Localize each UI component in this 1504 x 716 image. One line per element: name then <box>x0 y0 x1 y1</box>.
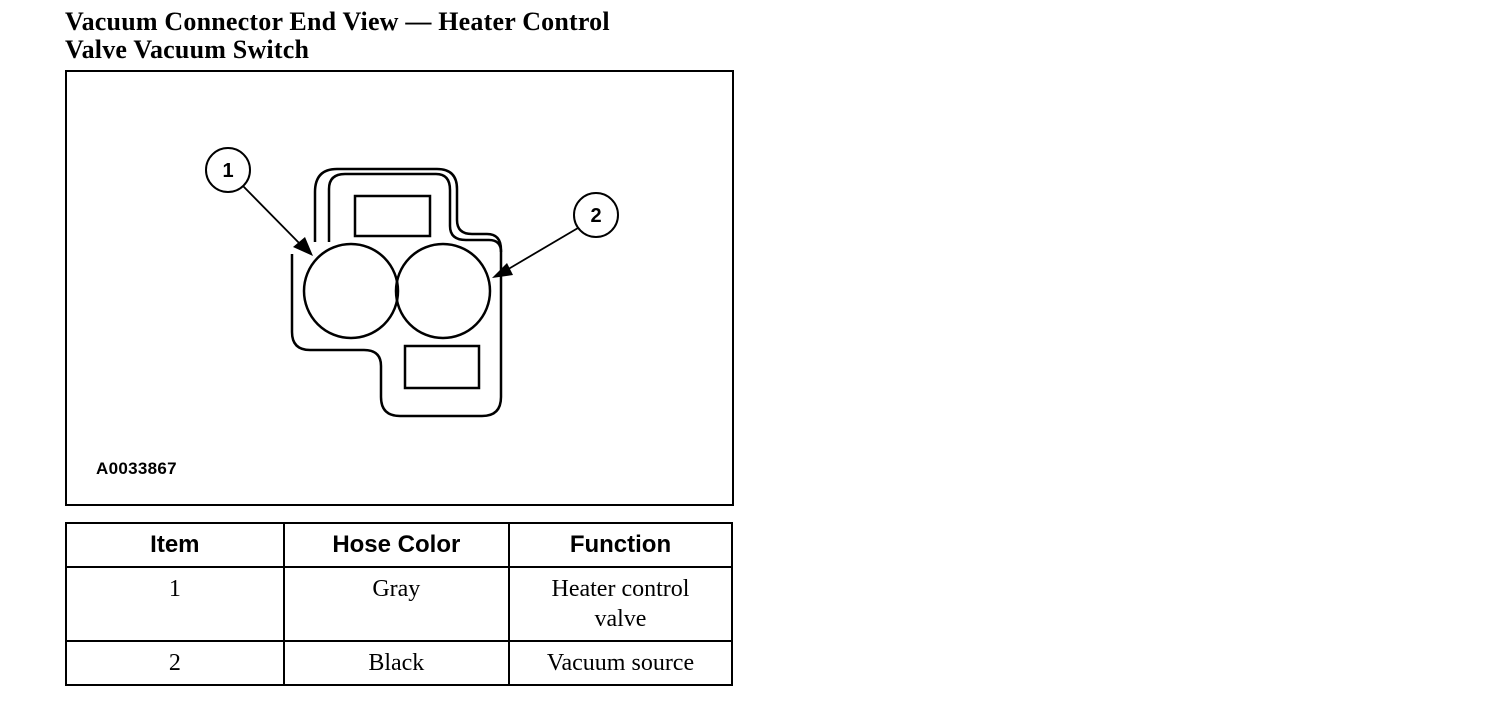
callout-1-label: 1 <box>222 160 233 182</box>
callout-2-label: 2 <box>590 205 601 227</box>
connector-figure: 1 2 A0033867 <box>65 70 734 506</box>
cell-hose-color: Black <box>282 640 510 686</box>
figure-id: A0033867 <box>96 459 177 478</box>
cell-hose-color: Gray <box>282 566 510 642</box>
port-1-circle <box>302 242 400 340</box>
hose-table: Item Hose Color Function 1 Gray Heater c… <box>65 522 734 686</box>
port-2-circle <box>394 242 492 340</box>
cell-item: 2 <box>65 640 285 686</box>
function-line-2: valve <box>594 606 647 632</box>
title-line-2: Valve Vacuum Switch <box>65 35 310 64</box>
function-line-1: Heater control <box>551 576 690 602</box>
table-row: 1 Gray Heater control valve <box>65 566 734 642</box>
top-slot <box>353 194 432 238</box>
title-line-1: Vacuum Connector End View — Heater Contr… <box>65 7 610 36</box>
cell-item: 1 <box>65 566 285 642</box>
bottom-slot <box>403 344 481 390</box>
page-title: Vacuum Connector End View — Heater Contr… <box>65 8 765 64</box>
callout-1: 1 <box>205 147 313 256</box>
header-function: Function <box>507 522 734 568</box>
header-item: Item <box>65 522 285 568</box>
function-line-1: Vacuum source <box>546 650 695 676</box>
connector-housing <box>290 167 503 418</box>
cell-function: Vacuum source <box>507 640 734 686</box>
table-row: 2 Black Vacuum source <box>65 640 734 686</box>
cell-function: Heater control valve <box>507 566 734 642</box>
callout-2: 2 <box>492 192 619 278</box>
header-hose-color: Hose Color <box>282 522 510 568</box>
table-header-row: Item Hose Color Function <box>65 522 734 568</box>
connector-diagram: 1 2 <box>205 147 619 418</box>
